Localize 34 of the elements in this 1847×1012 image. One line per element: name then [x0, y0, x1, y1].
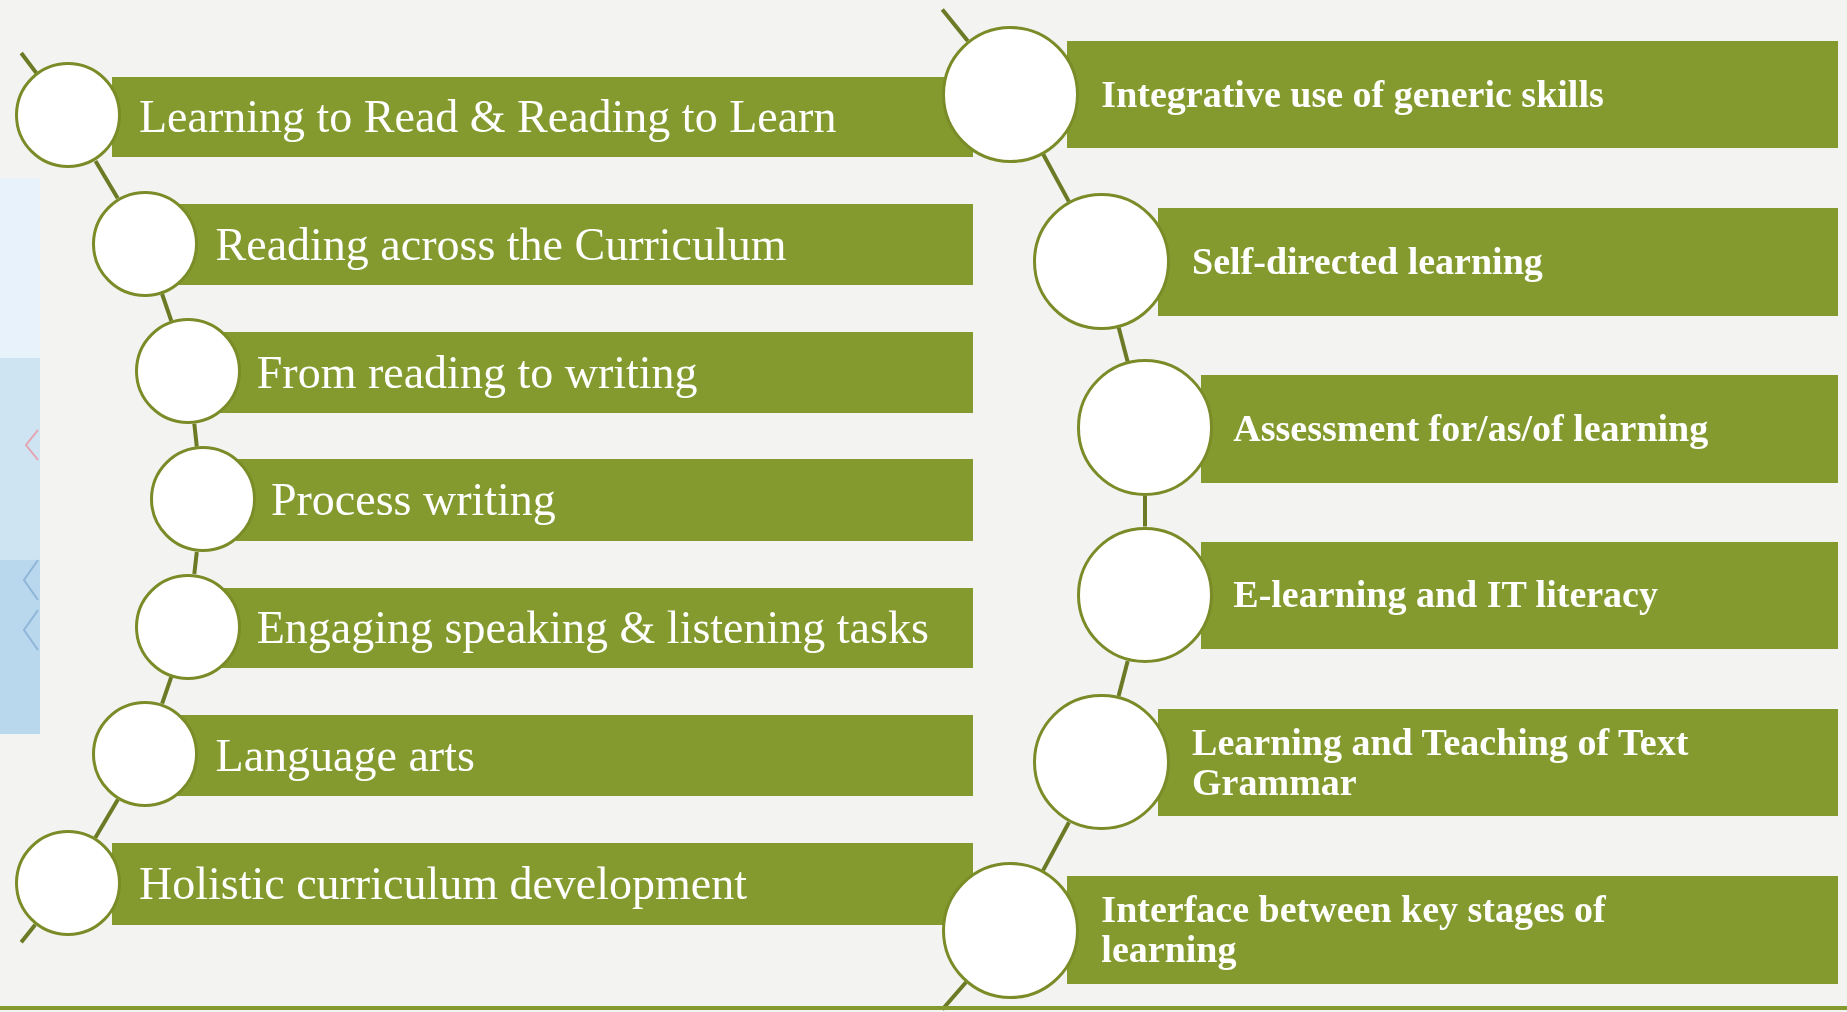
topic-bar: [235, 459, 973, 541]
topic-bar: [1067, 876, 1838, 984]
topic-label: From reading to writing: [256, 346, 698, 401]
topic-bar: [111, 76, 973, 157]
topic-label: Engaging speaking & listening tasks: [256, 601, 929, 656]
topic-label: Language arts: [215, 728, 475, 783]
topic-label: Learning and Teaching of Text Grammar: [1192, 722, 1690, 803]
connector-line: [940, 980, 968, 1011]
connector-line: [19, 923, 37, 944]
connector-line: [192, 551, 199, 575]
topic-label: Interface between key stages of learning: [1101, 890, 1607, 970]
connector-line: [93, 798, 120, 839]
connector-line: [93, 159, 120, 200]
connector-line: [1041, 821, 1071, 872]
connector-line: [192, 423, 199, 447]
topic-label: Assessment for/as/of learning: [1233, 408, 1709, 449]
connector-line: [940, 8, 970, 43]
topic-label: Integrative use of generic skills: [1101, 74, 1604, 115]
topic-bar: [111, 843, 973, 925]
connector-line: [1041, 153, 1071, 203]
connector-line: [19, 51, 38, 75]
topic-bar: [1157, 709, 1838, 817]
topic-bar: [1157, 208, 1838, 316]
topic-bar: [1201, 374, 1838, 483]
topic-bar: [1067, 41, 1838, 149]
connector-line: [1143, 495, 1147, 527]
topic-bar: [1201, 541, 1838, 650]
topic-label: E-learning and IT literacy: [1233, 575, 1658, 616]
topic-label: Learning to Read & Reading to Learn: [138, 89, 837, 144]
topic-label: Holistic curriculum development: [138, 857, 748, 912]
topic-label: Process writing: [270, 473, 556, 528]
topic-label: Reading across the Curriculum: [215, 217, 787, 272]
topic-label: Self-directed learning: [1192, 242, 1543, 282]
topic-bar: [176, 715, 973, 797]
